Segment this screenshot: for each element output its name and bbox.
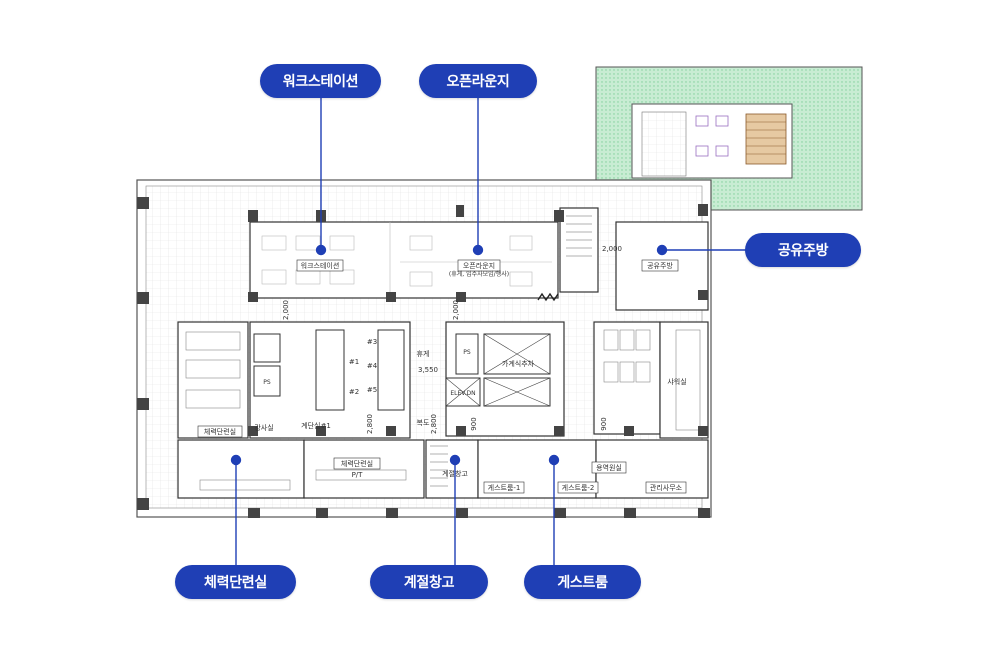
elevator-tag-1: #1 <box>349 358 359 366</box>
plan-label-shower: 샤워실 <box>667 377 686 386</box>
marker-seasonal-storage <box>449 454 461 466</box>
plan-label-lounge-rest: 휴게 <box>417 349 430 358</box>
dim-900-a: 900 <box>470 417 478 430</box>
plan-label-open-lounge: 오픈라운지 <box>463 261 495 270</box>
plan-label-fitness-a: 체력단련실 <box>204 427 236 436</box>
marker-workstation <box>315 244 327 256</box>
plan-label-office: 관리사무소 <box>650 483 683 492</box>
marker-shared-kitchen <box>656 244 668 256</box>
plan-label-stair: 계단실#1 <box>301 421 331 430</box>
plan-label-corridor: 복도 <box>417 419 430 427</box>
plan-label-supply-room: 용역원실 <box>596 463 622 472</box>
plan-label-fitness-b: 체력단련실 <box>341 459 373 468</box>
callout-fitness-room: 체력단련실 <box>175 565 296 599</box>
marker-open-lounge <box>472 244 484 256</box>
callout-workstation: 워크스테이션 <box>260 64 381 98</box>
plan-label-guest-1: 게스트룸-1 <box>488 483 521 492</box>
callout-open-lounge: 오픈라운지 <box>419 64 537 98</box>
dim-2000-a: 2,000 <box>602 245 622 253</box>
callout-guest-room: 게스트룸 <box>524 565 641 599</box>
elevator-tag-4: #4 <box>367 362 378 370</box>
elevator-tag-2: #2 <box>349 388 359 396</box>
plan-label-elevator: ELEV.DN <box>450 390 475 397</box>
dim-2000-c: 2,000 <box>452 300 460 320</box>
plan-label-gangsa: 강사실 <box>254 423 273 432</box>
plan-label-ps-1: PS <box>463 349 471 356</box>
callout-seasonal-storage: 계절창고 <box>370 565 488 599</box>
plan-label-workstation: 워크스테이션 <box>301 261 340 270</box>
dim-2000-b: 2,000 <box>282 300 290 320</box>
dim-900-b: 900 <box>600 417 608 430</box>
elevator-tag-5: #5 <box>367 386 377 394</box>
marker-guest-room <box>548 454 560 466</box>
dim-3550: 3,550 <box>418 366 438 374</box>
marker-fitness-room <box>230 454 242 466</box>
plan-label-open-lounge-sub: (휴게, 입주자모임/행사) <box>449 270 509 278</box>
columns <box>137 197 710 518</box>
callout-leaders <box>230 96 746 566</box>
plan-label-fitness-b-sub: P/T <box>352 471 364 479</box>
callout-shared-kitchen: 공유주방 <box>745 233 861 267</box>
plan-label-shared-kitchen: 공유주방 <box>647 261 673 270</box>
dim-2800-b: 2,800 <box>430 414 438 434</box>
dim-2800-a: 2,800 <box>366 414 374 434</box>
elevator-tag-3: #3 <box>367 338 377 346</box>
plan-label-storage-room: 가계식추차 <box>502 359 535 368</box>
plan-label-ps-2: PS <box>263 379 271 386</box>
plan-label-guest-2: 게스트룸-2 <box>562 483 595 492</box>
roof-terrace <box>595 66 863 211</box>
